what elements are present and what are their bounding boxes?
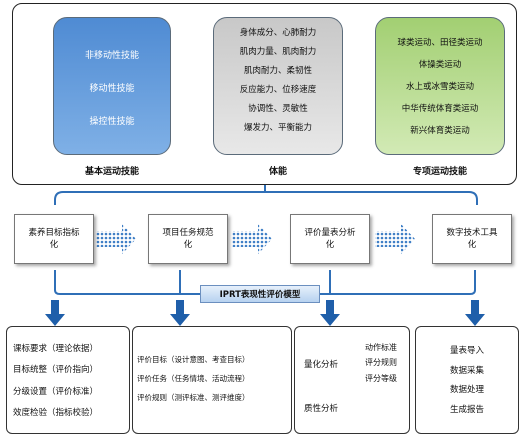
special-skills-card: 球类运动、田径类运动 体操类运动 水上或冰雪类运动 中华传统体育类运动 新兴体育…	[375, 17, 505, 155]
dotted-arrow	[232, 224, 272, 254]
bottom-box-goal: 课标要求（理论依据） 目标统整（评价指向） 分级设置（评价标准） 效度检验（指标…	[6, 326, 130, 434]
box1-item: 分级设置（评价标准）	[13, 387, 99, 397]
fitness-item: 身体成分、心肺耐力	[239, 28, 317, 38]
basic-skills-card: 非移动性技能 移动性技能 操控性技能	[53, 17, 171, 155]
special-skills-title: 专项运动技能	[412, 167, 467, 177]
special-skill-item: 中华传统体育类运动	[401, 104, 479, 114]
process-box-tech: 数字技术工具化	[432, 214, 512, 264]
process-label: 项目任务规范化	[162, 228, 214, 250]
basic-skills-title: 基本运动技能	[84, 167, 139, 177]
dotted-arrow	[96, 224, 136, 254]
fitness-card: 身体成分、心肺耐力 肌肉力量、肌肉耐力 肌肉耐力、柔韧性 反应能力、位移速度 协…	[213, 17, 343, 155]
fitness-item: 反应能力、位移速度	[239, 85, 317, 95]
basic-skill-item: 非移动性技能	[84, 51, 139, 61]
fitness-title: 体能	[268, 167, 287, 177]
box2-item: 评价目标（设计意图、考查目标）	[137, 355, 250, 364]
box2-item: 评价任务（任务情境、活动流程）	[137, 374, 250, 383]
process-box-task: 项目任务规范化	[148, 214, 228, 264]
box4-item: 量表导入	[450, 346, 485, 356]
process-label: 数字技术工具化	[446, 228, 498, 250]
box2-item: 评价规则（测评标准、测评维度）	[137, 393, 250, 402]
model-label-bar: IPRT表现性评价模型	[200, 285, 320, 303]
quantitative-analysis: 量化分析	[304, 360, 339, 370]
box3-item: 评分规则	[365, 358, 397, 367]
special-skill-item: 体操类运动	[418, 60, 462, 70]
process-box-goal: 素养目标指标化	[14, 214, 94, 264]
box1-item: 目标统整（评价指向）	[13, 365, 99, 375]
bottom-box-scale: 量化分析 动作标准 评分规则 评分等级 质性分析	[294, 326, 410, 434]
fitness-item: 爆发力、平衡能力	[243, 123, 312, 133]
box3-item: 动作标准	[365, 343, 397, 352]
fitness-item: 肌肉耐力、柔韧性	[243, 66, 312, 76]
bottom-box-tech: 量表导入 数据采集 数据处理 生成报告	[415, 326, 519, 434]
model-label: IPRT表现性评价模型	[219, 290, 301, 300]
top-frame: 非移动性技能 移动性技能 操控性技能 身体成分、心肺耐力 肌肉力量、肌肉耐力 肌…	[12, 3, 517, 185]
fitness-item: 肌肉力量、肌肉耐力	[239, 47, 317, 57]
top-bracket	[54, 185, 478, 205]
box4-item: 数据处理	[450, 385, 485, 395]
process-box-scale: 评价量表分析化	[290, 214, 370, 264]
dotted-arrow	[375, 224, 415, 254]
box1-item: 课标要求（理论依据）	[13, 344, 99, 354]
box1-item: 效度检验（指标校验）	[13, 408, 99, 418]
bottom-box-task: 评价目标（设计意图、考查目标） 评价任务（任务情境、活动流程） 评价规则（测评标…	[132, 326, 292, 434]
special-skill-item: 水上或冰雪类运动	[405, 82, 474, 92]
basic-skill-item: 操控性技能	[89, 117, 135, 127]
process-label: 评价量表分析化	[304, 228, 356, 250]
box3-item: 评分等级	[365, 374, 397, 383]
special-skill-item: 新兴体育类运动	[410, 126, 470, 136]
basic-skill-item: 移动性技能	[89, 84, 135, 94]
model-bracket-ticks	[54, 270, 476, 294]
fitness-item: 协调性、灵敏性	[248, 104, 308, 114]
down-arrows	[45, 300, 485, 326]
box4-item: 生成报告	[450, 405, 485, 415]
process-label: 素养目标指标化	[28, 228, 80, 250]
qualitative-analysis: 质性分析	[304, 404, 339, 414]
special-skill-item: 球类运动、田径类运动	[397, 38, 483, 48]
box4-item: 数据采集	[450, 366, 485, 376]
